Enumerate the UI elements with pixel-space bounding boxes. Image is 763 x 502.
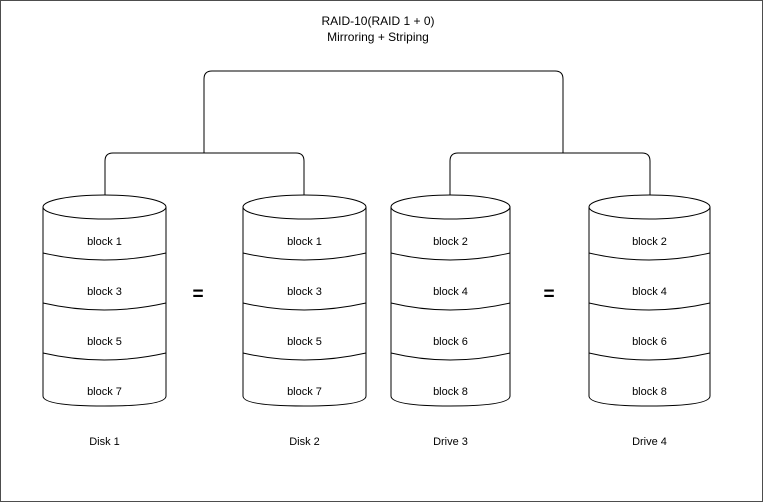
disk-cylinder-3: block 2 block 4 block 6 block 8 Drive 3 [390,194,511,448]
connector-root-bracket [203,70,564,153]
cylinder-4-block-label-2: block 4 [632,286,667,298]
equality-symbol-left: = [192,284,203,305]
disk-cylinder-2: block 1 block 3 block 5 block 7 Disk 2 [242,194,367,448]
equality-symbol-right: = [543,284,554,305]
cylinder-3-divider-1 [390,252,511,261]
cylinder-4-divider-3 [588,352,711,361]
cylinder-3-block-label-1: block 2 [433,236,468,248]
cylinder-4-block-label-1: block 2 [632,236,667,248]
connector-left-pair-bracket [104,152,305,197]
cylinder-4-divider-1 [588,252,711,261]
cylinder-3-block-label-4: block 8 [433,386,468,398]
cylinder-2-divider-1 [242,252,367,261]
cylinder-3-block-label-2: block 4 [433,286,468,298]
connector-right-pair-bracket [449,152,651,197]
cylinder-1-divider-2 [42,302,167,311]
cylinder-2-block-label-2: block 3 [287,286,322,298]
cylinder-4-divider-2 [588,302,711,311]
cylinder-2-block-label-1: block 1 [287,236,322,248]
cylinder-1-block-label-1: block 1 [87,236,122,248]
cylinder-3-divider-3 [390,352,511,361]
disk-cylinder-1: block 1 block 3 block 5 block 7 Disk 1 [42,194,167,448]
cylinder-1-top-ellipse [42,194,167,220]
disk-label-4: Drive 4 [632,436,667,448]
cylinder-1-block-label-4: block 7 [87,386,122,398]
cylinder-1-divider-1 [42,252,167,261]
cylinder-1-block-label-2: block 3 [87,286,122,298]
disk-label-1: Disk 1 [89,436,120,448]
diagram-title-line1: RAID-10(RAID 1 + 0) [321,14,434,28]
disk-cylinder-4: block 2 block 4 block 6 block 8 Drive 4 [588,194,711,448]
cylinder-4-block-label-3: block 6 [632,336,667,348]
cylinder-3-divider-2 [390,302,511,311]
cylinder-3-block-label-3: block 6 [433,336,468,348]
cylinder-2-block-label-4: block 7 [287,386,322,398]
cylinder-2-top-ellipse [242,194,367,220]
cylinder-4-top-ellipse [588,194,711,220]
cylinder-1-block-label-3: block 5 [87,336,122,348]
cylinder-2-divider-3 [242,352,367,361]
cylinder-4-body [588,206,711,407]
cylinder-1-body [42,206,167,407]
cylinder-4-block-label-4: block 8 [632,386,667,398]
cylinder-2-divider-2 [242,302,367,311]
disk-label-2: Disk 2 [289,436,320,448]
cylinder-3-body [390,206,511,407]
disk-label-3: Drive 3 [433,436,468,448]
cylinder-3-top-ellipse [390,194,511,220]
cylinder-1-divider-3 [42,352,167,361]
diagram-title-line2: Mirroring + Striping [327,30,429,44]
cylinder-2-block-label-3: block 5 [287,336,322,348]
cylinder-2-body [242,206,367,407]
